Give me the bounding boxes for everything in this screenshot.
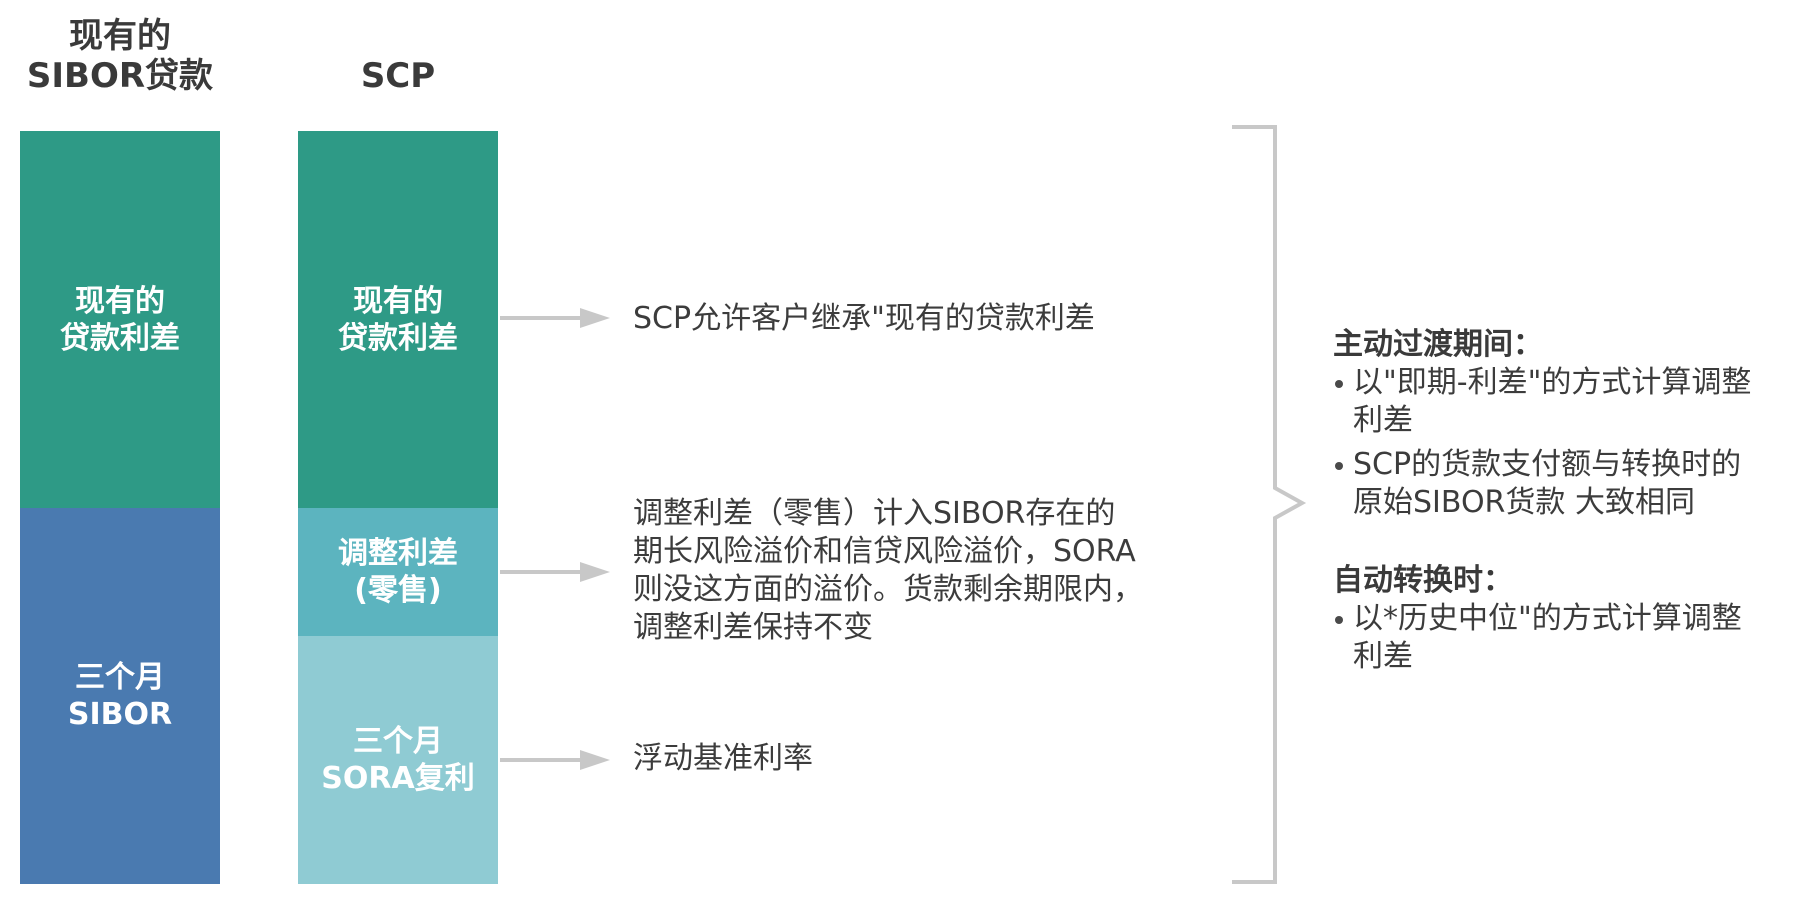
auto-conversion-list: 以*历史中位"的方式计算调整 利差: [1333, 600, 1788, 676]
list-item-line: 以"即期-利差"的方式计算调整: [1353, 365, 1752, 400]
description-line: 调整利差（零售）计入SIBOR存在的: [633, 496, 1116, 531]
existing-header-line-2: SIBOR贷款: [26, 56, 214, 96]
three-month-sibor-block: 三个月 SIBOR: [20, 508, 220, 884]
transition-notes: 主动过渡期间： 以"即期-利差"的方式计算调整 利差 SCP的货款支付额与转换时…: [1333, 326, 1788, 682]
list-item-line: 利差: [1353, 639, 1413, 674]
scp-header-line-1: SCP: [360, 56, 436, 96]
right-bracket: [1232, 125, 1307, 884]
floating-rate-description: 浮动基准利率: [633, 740, 1193, 778]
block-label-line: 现有的: [353, 283, 443, 319]
existing-sibor-header: 现有的 SIBOR贷款: [0, 16, 240, 96]
description-line: 调整利差保持不变: [633, 610, 873, 645]
description-line: 则没这方面的溢价。货款剩余期限内，: [633, 572, 1143, 607]
existing-header-line-1: 现有的: [69, 16, 171, 56]
arrow-to-floating-rate: [500, 750, 610, 770]
block-label-line: SORA复利: [321, 761, 475, 796]
description-line: 期长风险溢价和信贷风险溢价，SORA: [633, 534, 1136, 569]
list-item-line: 以*历史中位"的方式计算调整: [1353, 601, 1742, 636]
list-item-line: 利差: [1353, 403, 1413, 438]
block-label-line: 贷款利差: [60, 320, 180, 356]
active-transition-list: 以"即期-利差"的方式计算调整 利差 SCP的货款支付额与转换时的 原始SIBO…: [1333, 364, 1788, 522]
block-label-line: 三个月: [353, 724, 443, 759]
block-label-line: (零售): [354, 573, 442, 608]
arrow-to-adjustment-spread: [500, 562, 610, 582]
block-label-line: 三个月: [75, 660, 165, 695]
list-item: 以"即期-利差"的方式计算调整 利差: [1333, 364, 1788, 440]
adjustment-spread-description: 调整利差（零售）计入SIBOR存在的 期长风险溢价和信贷风险溢价，SORA 则没…: [633, 495, 1213, 647]
block-label-line: 调整利差: [338, 536, 458, 571]
auto-conversion-title: 自动转换时：: [1333, 563, 1513, 598]
block-label-line: SIBOR: [67, 697, 173, 732]
scp-header: SCP: [298, 56, 498, 96]
description-line: 浮动基准利率: [633, 741, 813, 776]
arrow-to-inherit-spread: [500, 308, 610, 328]
inherit-spread-description: SCP允许客户继承"现有的贷款利差: [633, 300, 1193, 338]
list-item: 以*历史中位"的方式计算调整 利差: [1333, 600, 1788, 676]
existing-loan-spread-block: 现有的 贷款利差: [20, 131, 220, 508]
block-label-line: 现有的: [75, 283, 165, 319]
list-item-line: 原始SIBOR货款 大致相同: [1353, 485, 1695, 520]
description-line: SCP允许客户继承"现有的贷款利差: [633, 301, 1095, 336]
list-item-line: SCP的货款支付额与转换时的: [1353, 447, 1742, 482]
scp-existing-loan-spread-block: 现有的 贷款利差: [298, 131, 498, 508]
active-transition-title: 主动过渡期间：: [1333, 327, 1543, 362]
adjustment-spread-retail-block: 调整利差 (零售): [298, 508, 498, 636]
three-month-sora-compounded-block: 三个月 SORA复利: [298, 636, 498, 884]
block-label-line: 贷款利差: [338, 320, 458, 356]
list-item: SCP的货款支付额与转换时的 原始SIBOR货款 大致相同: [1333, 446, 1788, 522]
